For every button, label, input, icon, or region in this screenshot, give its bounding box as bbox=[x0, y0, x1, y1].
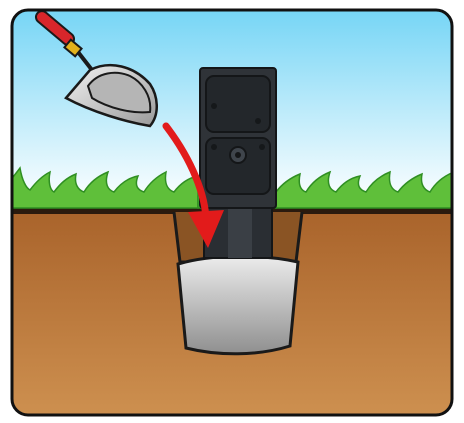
post-upper-panel bbox=[205, 75, 271, 133]
concrete-base bbox=[176, 254, 300, 356]
post-screw-icon bbox=[211, 144, 217, 150]
utility-post bbox=[199, 67, 277, 209]
trowel-icon bbox=[34, 10, 158, 128]
post-screw-icon bbox=[255, 118, 261, 124]
trowel-concrete bbox=[86, 71, 152, 114]
frame bbox=[10, 8, 454, 417]
arrow-icon bbox=[162, 122, 224, 248]
post-screw-icon bbox=[211, 103, 217, 109]
post-screw-icon bbox=[259, 144, 265, 150]
post-lower-panel bbox=[205, 137, 271, 195]
